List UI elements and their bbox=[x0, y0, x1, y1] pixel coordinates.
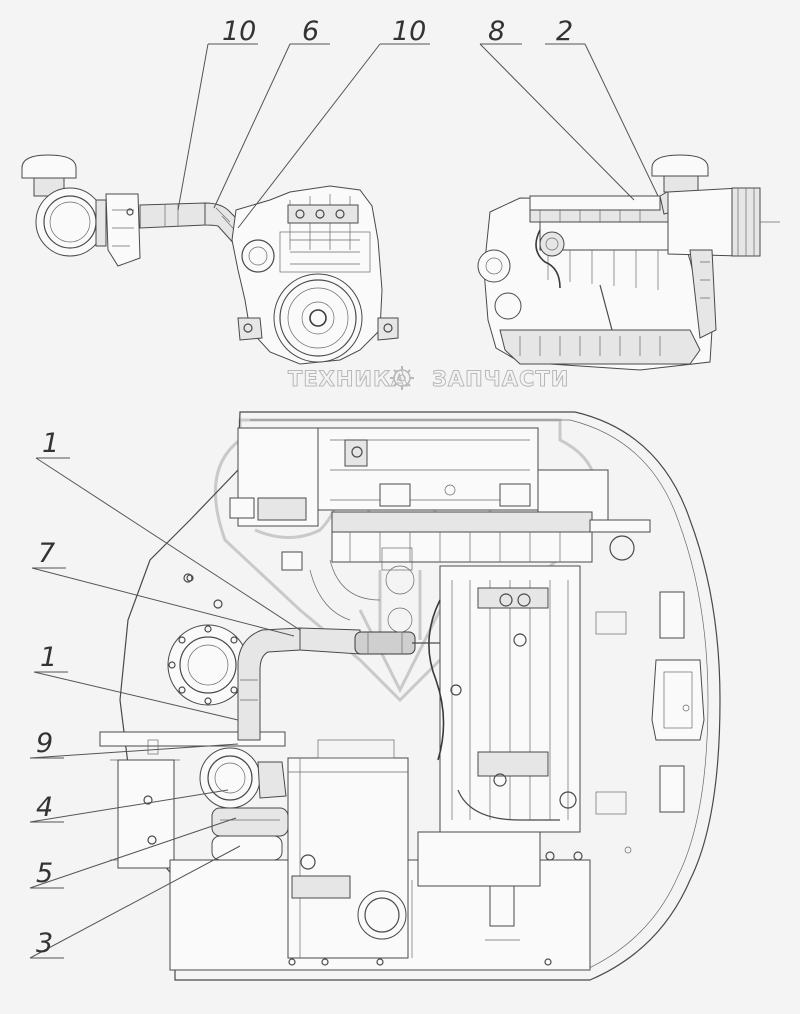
watermark-right-text: ЗАПЧАСТИ bbox=[432, 367, 569, 391]
callout-7: 7 bbox=[38, 538, 55, 569]
callout-3: 3 bbox=[36, 928, 53, 959]
callout-4: 4 bbox=[36, 792, 53, 823]
callout-1-lower: 1 bbox=[40, 642, 57, 673]
callout-labels: 10 6 10 8 2 1 7 1 9 4 5 3 bbox=[36, 16, 573, 959]
air-cleaner-cap bbox=[199, 747, 261, 809]
callout-5: 5 bbox=[36, 858, 53, 889]
callout-6: 6 bbox=[302, 16, 319, 47]
callout-8: 8 bbox=[488, 16, 505, 47]
callout-9: 9 bbox=[36, 728, 53, 759]
callout-2: 2 bbox=[556, 16, 573, 47]
intake-pipe bbox=[237, 627, 301, 741]
machine-plan-view bbox=[99, 411, 721, 981]
watermark-left-text: ТЕХНИКА bbox=[288, 367, 408, 391]
callout-leaders bbox=[29, 43, 659, 959]
callout-10-left: 10 bbox=[222, 16, 256, 47]
engine-front-view bbox=[21, 154, 399, 365]
engine-side-view bbox=[477, 154, 780, 371]
callout-10-right: 10 bbox=[392, 16, 426, 47]
callout-1-upper: 1 bbox=[42, 428, 59, 459]
watermark-gear-icon bbox=[390, 366, 414, 390]
